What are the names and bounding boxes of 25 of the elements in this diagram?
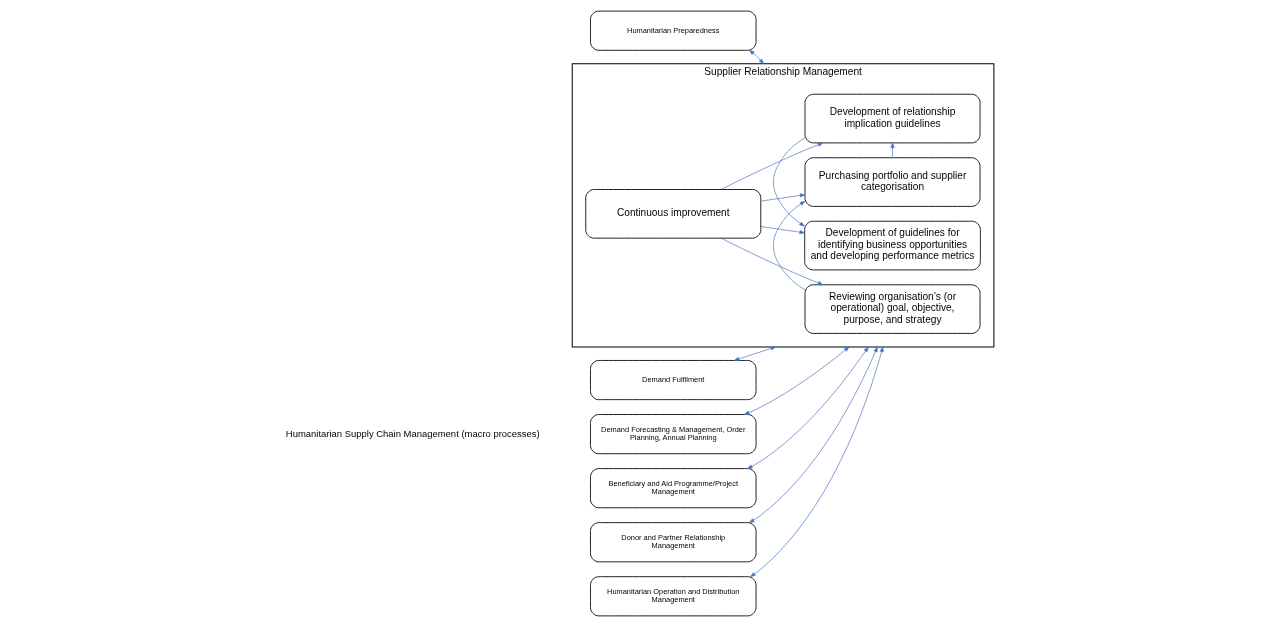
arrow: [749, 346, 884, 577]
node-box: Humanitarian Preparedness: [589, 10, 756, 51]
arrow: [720, 142, 823, 190]
arrow: [748, 50, 764, 65]
arrow: [743, 346, 849, 415]
arrow: [772, 200, 805, 291]
node-box: Purchasing portfolio and supplier categorisation: [804, 157, 980, 207]
arrow: [760, 226, 805, 235]
node-box: Humanitarian Operation and Distribution Management: [589, 576, 756, 617]
node-box: Beneficiary and Aid Programme/Project Management: [589, 468, 756, 509]
arrow: [733, 346, 776, 361]
label: Humanitarian Supply Chain Management (macro processes): [285, 427, 540, 439]
arrow: [772, 137, 805, 227]
node-box: Demand Forecasting & Management, Order Planning, Annual Planning: [589, 414, 756, 455]
arrow: [748, 346, 878, 523]
node-box: Reviewing organisation’s (or operational) goal, objective, purpose, and strategy: [804, 284, 980, 334]
arrow: [746, 346, 869, 469]
arrow: [720, 237, 823, 286]
node-box: Demand Fulfilment: [589, 360, 756, 401]
node-box: Development of relationship implication guidelines: [804, 93, 980, 144]
node-box: Development of guidelines for identifying business opportunities and developing performance metrics: [803, 220, 981, 271]
node-box: Donor and Partner Relationship Management: [589, 522, 756, 563]
arrow: [890, 142, 895, 158]
node-box: Continuous improvement: [584, 189, 761, 239]
arrow: [760, 193, 805, 202]
